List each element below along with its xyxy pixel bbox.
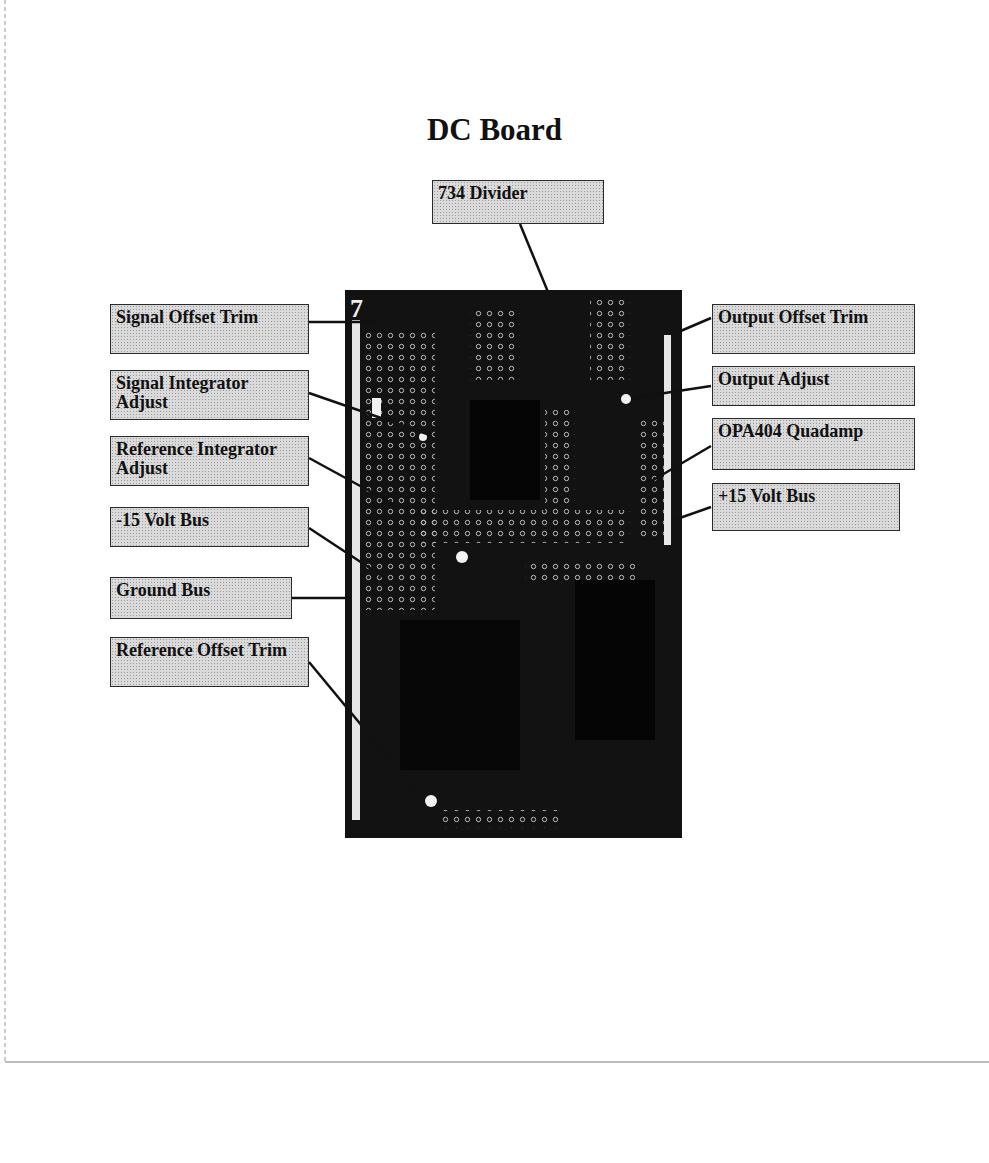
- leader-line: [309, 321, 378, 324]
- callout-label: -15 Volt Bus: [116, 511, 303, 530]
- callout-box: Signal Integrator Adjust: [110, 370, 309, 420]
- leader-lines: [292, 224, 711, 796]
- leader-line: [309, 528, 388, 580]
- leader-line: [309, 393, 430, 435]
- leader-line: [292, 597, 350, 600]
- callout-box: 734 Divider: [432, 180, 604, 224]
- callout-box: Output Offset Trim: [712, 304, 915, 354]
- leader-line: [520, 224, 548, 292]
- callout-box: Reference Offset Trim: [110, 637, 309, 687]
- leader-line: [676, 318, 711, 333]
- callout-box: Output Adjust: [712, 366, 915, 406]
- leader-line: [632, 386, 711, 398]
- leader-line: [650, 446, 711, 482]
- leader-line: [309, 458, 395, 505]
- board-marking: 7: [350, 294, 363, 324]
- leader-line: [309, 662, 420, 796]
- callout-label: Ground Bus: [116, 581, 286, 600]
- callout-box: +15 Volt Bus: [712, 483, 900, 531]
- callout-box: -15 Volt Bus: [110, 507, 309, 547]
- callout-box: Signal Offset Trim: [110, 304, 309, 354]
- circuit-board-photo: [345, 290, 682, 838]
- callout-label: Output Adjust: [718, 370, 909, 389]
- leader-line: [674, 507, 711, 520]
- callout-label: Signal Offset Trim: [116, 308, 303, 327]
- callout-box: Ground Bus: [110, 577, 292, 619]
- callout-label: Reference Integrator Adjust: [116, 440, 303, 479]
- callout-label: Output Offset Trim: [718, 308, 909, 327]
- callout-box: OPA404 Quadamp: [712, 418, 915, 470]
- page-border: [5, 0, 6, 1062]
- callout-box: Reference Integrator Adjust: [110, 436, 309, 486]
- callout-label: 734 Divider: [438, 184, 598, 203]
- callout-label: Signal Integrator Adjust: [116, 374, 303, 413]
- callout-label: OPA404 Quadamp: [718, 422, 909, 441]
- callout-label: Reference Offset Trim: [116, 641, 303, 660]
- callout-label: +15 Volt Bus: [718, 487, 894, 506]
- diagram-title: DC Board: [0, 112, 989, 148]
- page-border: [5, 1062, 989, 1063]
